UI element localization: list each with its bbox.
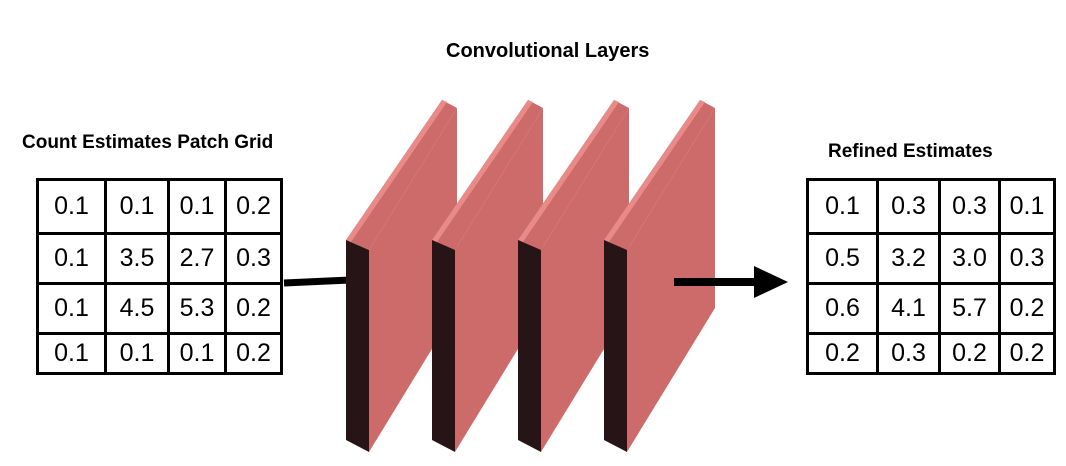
grid-row: 0.1 0.3 0.3 0.1 xyxy=(806,178,1056,235)
conv-layer-4-side xyxy=(604,240,627,452)
grid-cell: 0.3 xyxy=(998,232,1056,285)
grid-cell: 0.2 xyxy=(224,178,283,235)
conv-layer-4-face xyxy=(604,100,715,250)
output-refined-grid: 0.1 0.3 0.3 0.1 0.5 3.2 3.0 0.3 0.6 4.1 … xyxy=(806,178,1056,375)
conv-layer-4 xyxy=(604,100,715,452)
grid-row: 0.5 3.2 3.0 0.3 xyxy=(806,232,1056,285)
grid-cell: 0.1 xyxy=(36,332,107,375)
conv-layer-2-side xyxy=(432,240,455,452)
grid-row: 0.2 0.3 0.2 0.2 xyxy=(806,332,1056,375)
grid-cell: 0.1 xyxy=(36,232,107,285)
conv-layer-1-face xyxy=(346,100,457,250)
conv-layer-3-top-edge xyxy=(518,100,619,242)
grid-cell: 5.7 xyxy=(938,282,1001,335)
grid-cell: 0.2 xyxy=(224,332,283,375)
grid-cell: 0.3 xyxy=(876,178,941,235)
input-patch-grid: 0.1 0.1 0.1 0.2 0.1 3.5 2.7 0.3 0.1 4.5 … xyxy=(36,178,283,375)
output-arrow-head xyxy=(754,266,788,298)
grid-cell: 0.3 xyxy=(224,232,283,285)
conv-layer-2 xyxy=(432,100,543,452)
grid-cell: 0.2 xyxy=(806,332,879,375)
conv-layer-2-top-edge xyxy=(432,100,533,242)
grid-cell: 0.1 xyxy=(998,178,1056,235)
grid-row: 0.1 0.1 0.1 0.2 xyxy=(36,178,283,235)
input-grid-title: Count Estimates Patch Grid xyxy=(22,132,274,153)
grid-cell: 0.1 xyxy=(167,178,227,235)
grid-cell: 0.1 xyxy=(104,178,170,235)
output-arrow xyxy=(674,266,788,298)
grid-row: 0.1 3.5 2.7 0.3 xyxy=(36,232,283,285)
grid-row: 0.6 4.1 5.7 0.2 xyxy=(806,282,1056,335)
conv-layer-1 xyxy=(346,100,457,452)
input-connector-line xyxy=(283,276,351,287)
grid-cell: 0.6 xyxy=(806,282,879,335)
output-grid-title: Refined Estimates xyxy=(828,141,993,162)
grid-cell: 0.2 xyxy=(998,282,1056,335)
grid-cell: 0.1 xyxy=(36,282,107,335)
conv-layer-3-front-face xyxy=(541,108,629,452)
grid-cell: 2.7 xyxy=(167,232,227,285)
grid-cell: 3.0 xyxy=(938,232,1001,285)
conv-layer-3-side xyxy=(518,240,541,452)
grid-cell: 0.2 xyxy=(998,332,1056,375)
grid-cell: 0.2 xyxy=(938,332,1001,375)
grid-cell: 0.2 xyxy=(224,282,283,335)
conv-layer-4-top-edge xyxy=(604,100,705,242)
conv-layer-1-top-edge xyxy=(346,100,447,242)
grid-cell: 4.1 xyxy=(876,282,941,335)
grid-cell: 0.5 xyxy=(806,232,879,285)
conv-layers-title: Convolutional Layers xyxy=(446,40,650,62)
grid-row: 0.1 0.1 0.1 0.2 xyxy=(36,332,283,375)
grid-cell: 3.2 xyxy=(876,232,941,285)
grid-cell: 0.1 xyxy=(167,332,227,375)
grid-cell: 0.1 xyxy=(36,178,107,235)
conv-layer-3 xyxy=(518,100,629,452)
grid-cell: 0.3 xyxy=(876,332,941,375)
grid-cell: 4.5 xyxy=(104,282,170,335)
grid-cell: 0.1 xyxy=(104,332,170,375)
conv-layer-1-side xyxy=(346,240,369,452)
conv-layer-2-front-face xyxy=(455,108,543,452)
grid-cell: 3.5 xyxy=(104,232,170,285)
conv-layer-4-front-face xyxy=(627,108,715,452)
grid-cell: 0.1 xyxy=(806,178,879,235)
conv-layer-1-front-face xyxy=(369,108,457,452)
grid-row: 0.1 4.5 5.3 0.2 xyxy=(36,282,283,335)
grid-cell: 0.3 xyxy=(938,178,1001,235)
conv-layer-3-face xyxy=(518,100,629,250)
conv-layer-2-face xyxy=(432,100,543,250)
grid-cell: 5.3 xyxy=(167,282,227,335)
